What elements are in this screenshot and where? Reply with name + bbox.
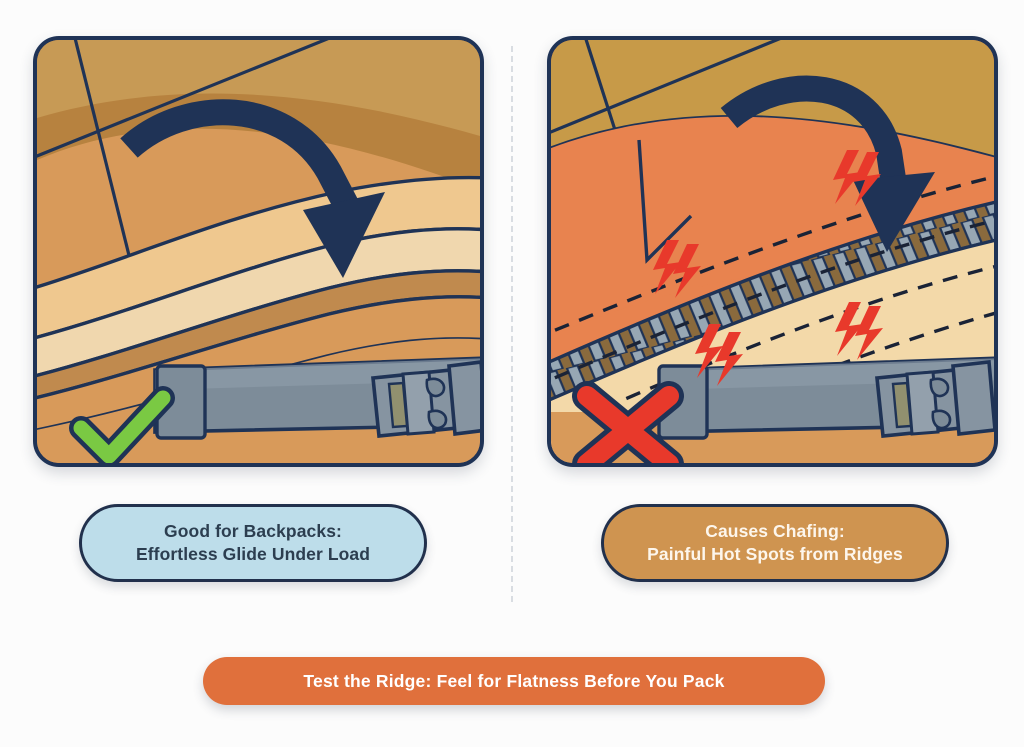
cross-icon bbox=[572, 381, 684, 463]
buckle-icon bbox=[875, 360, 994, 438]
curved-down-arrow-icon bbox=[720, 75, 935, 252]
bottom-banner: Test the Ridge: Feel for Flatness Before… bbox=[203, 657, 825, 705]
check-icon bbox=[69, 386, 175, 463]
caption-good-line1: Good for Backpacks: bbox=[164, 520, 342, 541]
caption-bad-line1: Causes Chafing: bbox=[705, 520, 845, 541]
bottom-banner-text: Test the Ridge: Feel for Flatness Before… bbox=[303, 670, 725, 691]
stitch-line bbox=[551, 214, 994, 390]
good-example-illustration bbox=[33, 36, 484, 467]
upper-fabric-highlight bbox=[37, 40, 480, 136]
buckle-icon bbox=[371, 359, 480, 438]
bad-example-illustration bbox=[547, 36, 998, 467]
seam-line bbox=[551, 40, 802, 138]
caption-bad: Causes Chafing: Painful Hot Spots from R… bbox=[601, 504, 949, 582]
accent-line bbox=[637, 139, 693, 264]
lightning-bolt-icon bbox=[653, 240, 701, 298]
panel-divider bbox=[511, 46, 513, 602]
seam-line bbox=[37, 40, 338, 162]
curved-down-arrow-icon bbox=[120, 99, 385, 278]
lightning-bolt-icon bbox=[835, 302, 883, 360]
lightning-bolt-icon bbox=[833, 150, 881, 206]
lightning-bolt-icon bbox=[695, 324, 743, 386]
bad-example-svg bbox=[551, 40, 994, 463]
stitch-line bbox=[551, 170, 994, 342]
caption-bad-line2: Painful Hot Spots from Ridges bbox=[647, 544, 903, 564]
caption-good-line2: Effortless Glide Under Load bbox=[135, 544, 371, 564]
caption-good: Good for Backpacks: Effortless Glide Und… bbox=[79, 504, 427, 582]
good-example-svg bbox=[37, 40, 480, 463]
